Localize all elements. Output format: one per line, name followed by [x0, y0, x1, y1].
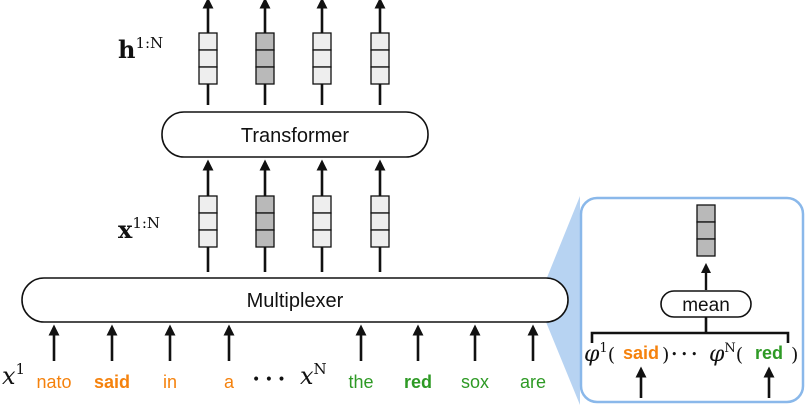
- input-token: said: [94, 372, 130, 392]
- mean-bracket: [590, 331, 790, 343]
- multiplexer-label: Multiplexer: [247, 290, 344, 312]
- vector-cell: [198, 212, 218, 231]
- vector-cell: [255, 32, 275, 51]
- vector-cell: [255, 212, 275, 231]
- inset-word-1: said: [623, 343, 659, 363]
- vector-cell: [312, 195, 332, 214]
- instance1-tokens: nato said in a: [36, 372, 235, 392]
- mixed-vector: [198, 195, 218, 248]
- vector-cell: [370, 66, 390, 85]
- vector-cell: [312, 212, 332, 231]
- vector-cell: [370, 49, 390, 68]
- vector-cell: [370, 195, 390, 214]
- vector-cell: [370, 229, 390, 248]
- vector-cell: [312, 49, 332, 68]
- vector-cell: [370, 32, 390, 51]
- vector-cell: [696, 204, 716, 223]
- output-vectors: [198, 0, 390, 105]
- input-token: the: [348, 372, 373, 392]
- input-token: are: [520, 372, 546, 392]
- multiplexer-box: [21, 277, 569, 323]
- xN-label: xN: [300, 360, 327, 390]
- input-token: nato: [36, 372, 71, 392]
- vector-cell: [696, 238, 716, 257]
- vector-cell: [696, 221, 716, 240]
- vector-cell: [370, 212, 390, 231]
- output-vector: [312, 32, 332, 85]
- input-token: red: [404, 372, 432, 392]
- mean-label: mean: [682, 295, 730, 316]
- vector-cell: [255, 229, 275, 248]
- h-label: h1:N: [118, 34, 163, 64]
- vector-cell: [198, 32, 218, 51]
- vector-cell: [312, 229, 332, 248]
- mixed-vector: [312, 195, 332, 248]
- inset-word-N: red: [755, 343, 783, 363]
- vector-cell: [255, 195, 275, 214]
- mixed-vector: [255, 195, 275, 248]
- phi1-expression: φ1(: [584, 341, 615, 367]
- vector-cell: [198, 66, 218, 85]
- output-vector: [370, 32, 390, 85]
- mixed-vectors: [198, 159, 390, 272]
- instanceN-tokens: the red sox are: [348, 372, 546, 392]
- x1-label: x1: [2, 360, 25, 390]
- phiN-close-paren: ): [791, 344, 798, 366]
- vector-cell: [198, 229, 218, 248]
- input-arrows: [48, 324, 539, 361]
- vector-cell: [255, 66, 275, 85]
- inset-output-vector: [696, 204, 716, 257]
- mixed-vector: [370, 195, 390, 248]
- input-token: sox: [461, 372, 489, 392]
- vector-cell: [255, 49, 275, 68]
- input-token: in: [163, 372, 177, 392]
- phi1-close-paren: ): [662, 344, 669, 366]
- inset-vector: [696, 204, 716, 257]
- input-token: a: [224, 372, 235, 392]
- vector-cell: [312, 66, 332, 85]
- x-label: x1:N: [118, 214, 160, 244]
- ellipsis: • • •: [252, 372, 286, 388]
- phiN-expression: φN(: [709, 341, 743, 367]
- output-vector: [198, 32, 218, 85]
- inset-ellipsis: • • •: [671, 348, 697, 361]
- output-vector: [255, 32, 275, 85]
- vector-cell: [198, 195, 218, 214]
- vector-cell: [198, 49, 218, 68]
- transformer-label: Transformer: [241, 125, 350, 147]
- vector-cell: [312, 32, 332, 51]
- transformer-box: [161, 111, 429, 158]
